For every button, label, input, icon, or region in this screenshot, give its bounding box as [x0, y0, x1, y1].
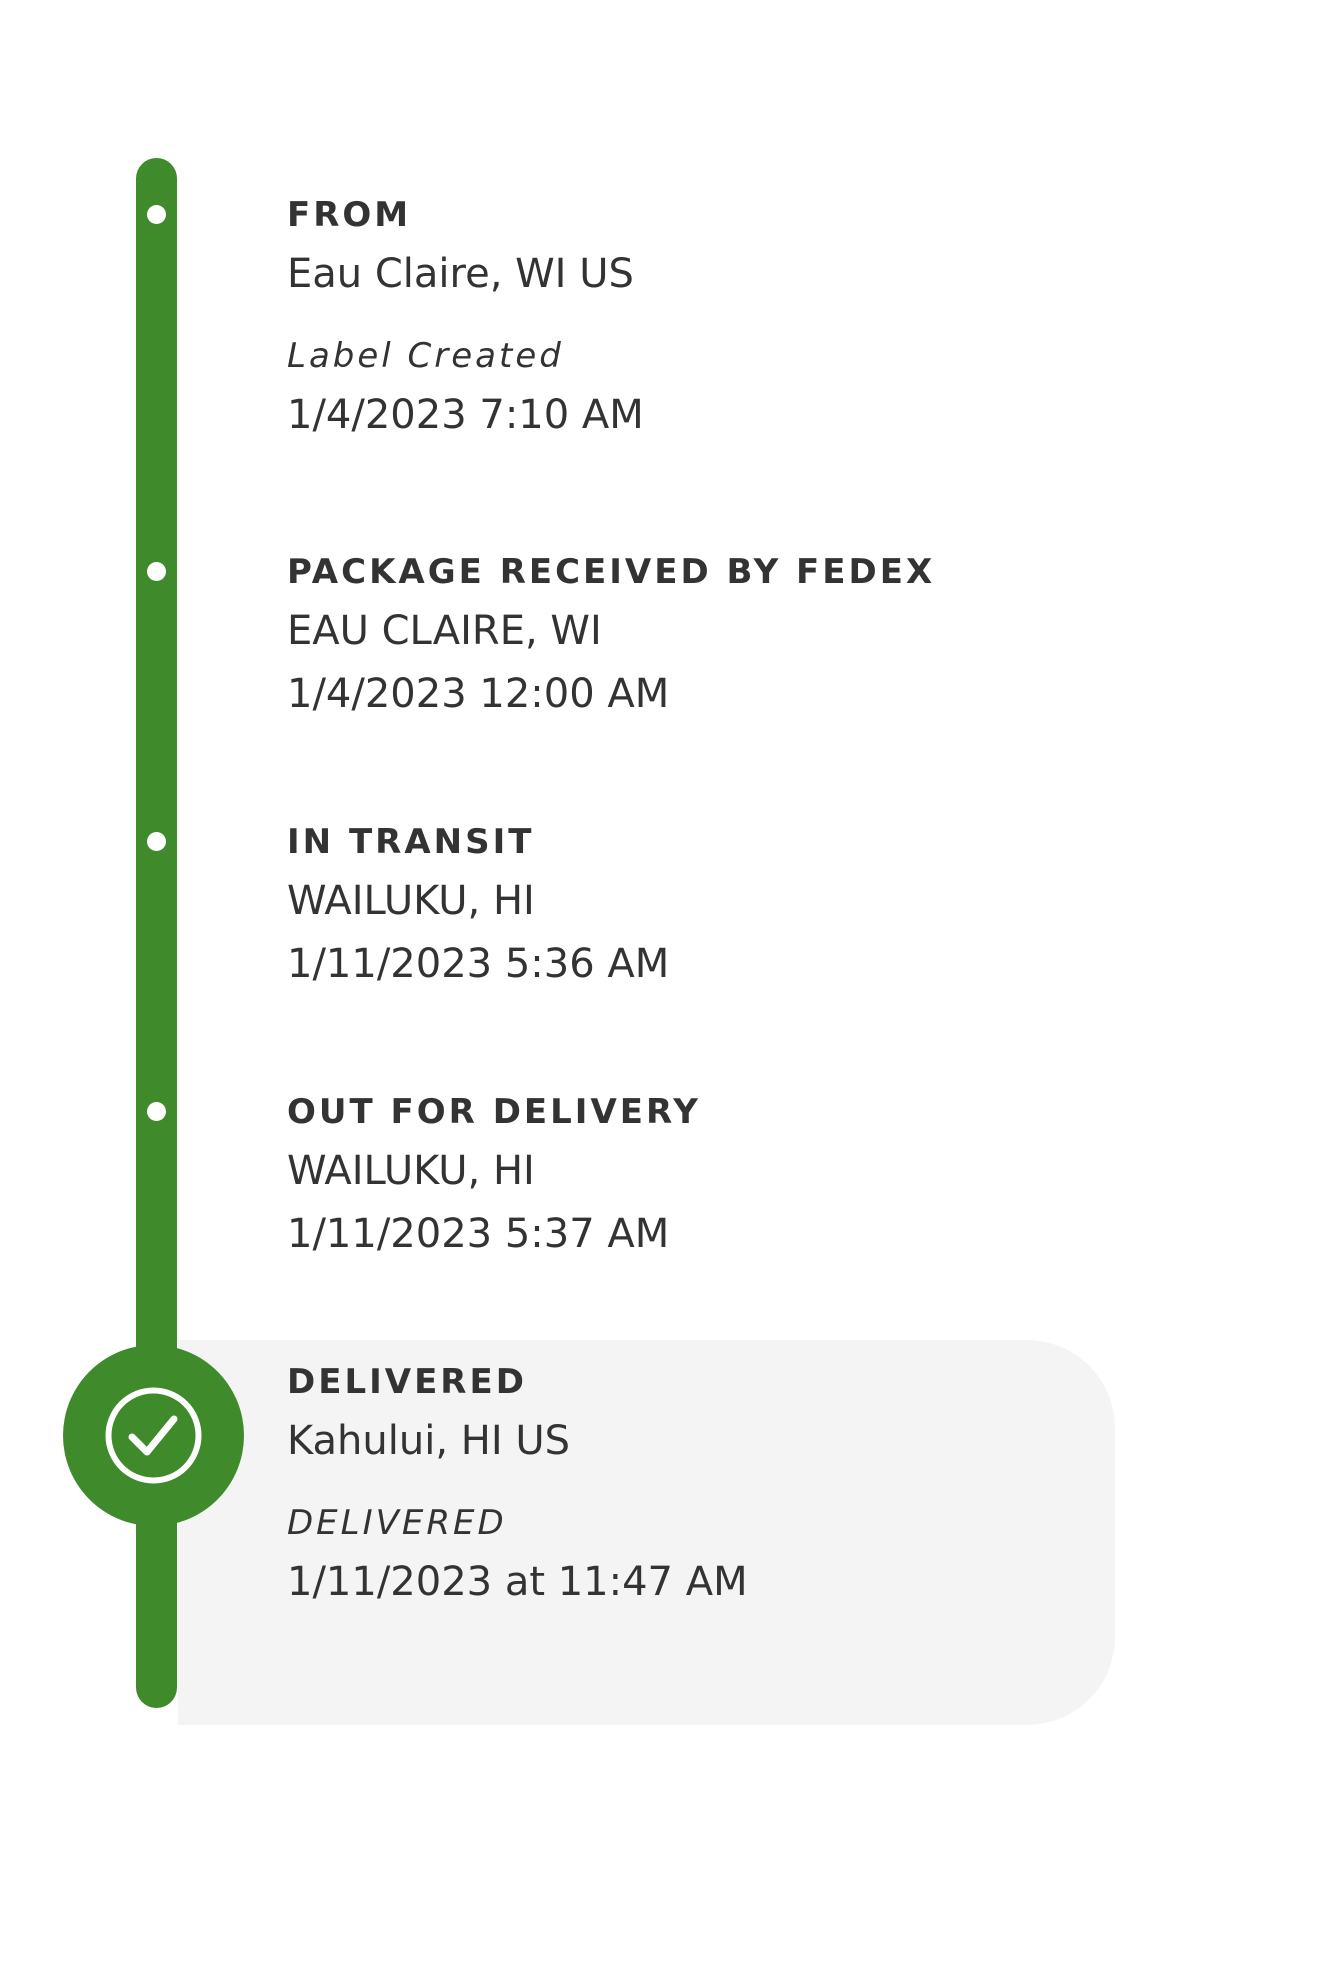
event-title: DELIVERED [287, 1362, 527, 1402]
event-status: Label Created [287, 336, 564, 376]
event-datetime: 1/4/2023 12:00 AM [287, 671, 670, 717]
event-in-transit: IN TRANSIT WAILUKU, HI 1/11/2023 5:36 AM [287, 822, 669, 988]
event-from: FROM Eau Claire, WI US Label Created 1/4… [287, 195, 644, 439]
event-datetime: 1/11/2023 at 11:47 AM [287, 1559, 748, 1605]
timeline-dot-received [147, 562, 166, 581]
event-package-received: PACKAGE RECEIVED BY FEDEX EAU CLAIRE, WI… [287, 552, 935, 718]
event-out-for-delivery: OUT FOR DELIVERY WAILUKU, HI 1/11/2023 5… [287, 1092, 701, 1258]
event-location: WAILUKU, HI [287, 1148, 535, 1194]
event-location: Kahului, HI US [287, 1418, 571, 1464]
event-datetime: 1/11/2023 5:37 AM [287, 1211, 670, 1257]
event-location: WAILUKU, HI [287, 878, 535, 924]
event-status: DELIVERED [287, 1503, 507, 1543]
event-datetime: 1/11/2023 5:36 AM [287, 941, 670, 987]
event-location: Eau Claire, WI US [287, 251, 634, 297]
timeline-dot-in-transit [147, 832, 166, 851]
checkmark-circle-icon [63, 1345, 244, 1526]
timeline-dot-from [147, 205, 166, 224]
delivered-highlight-panel [178, 1340, 1115, 1725]
event-title: IN TRANSIT [287, 822, 535, 862]
event-title: PACKAGE RECEIVED BY FEDEX [287, 552, 936, 592]
event-delivered: DELIVERED Kahului, HI US DELIVERED 1/11/… [287, 1362, 748, 1606]
event-location: EAU CLAIRE, WI [287, 608, 602, 654]
event-title: OUT FOR DELIVERY [287, 1092, 701, 1132]
event-title: FROM [287, 195, 412, 235]
event-datetime: 1/4/2023 7:10 AM [287, 392, 644, 438]
timeline-dot-out-for-delivery [147, 1102, 166, 1121]
